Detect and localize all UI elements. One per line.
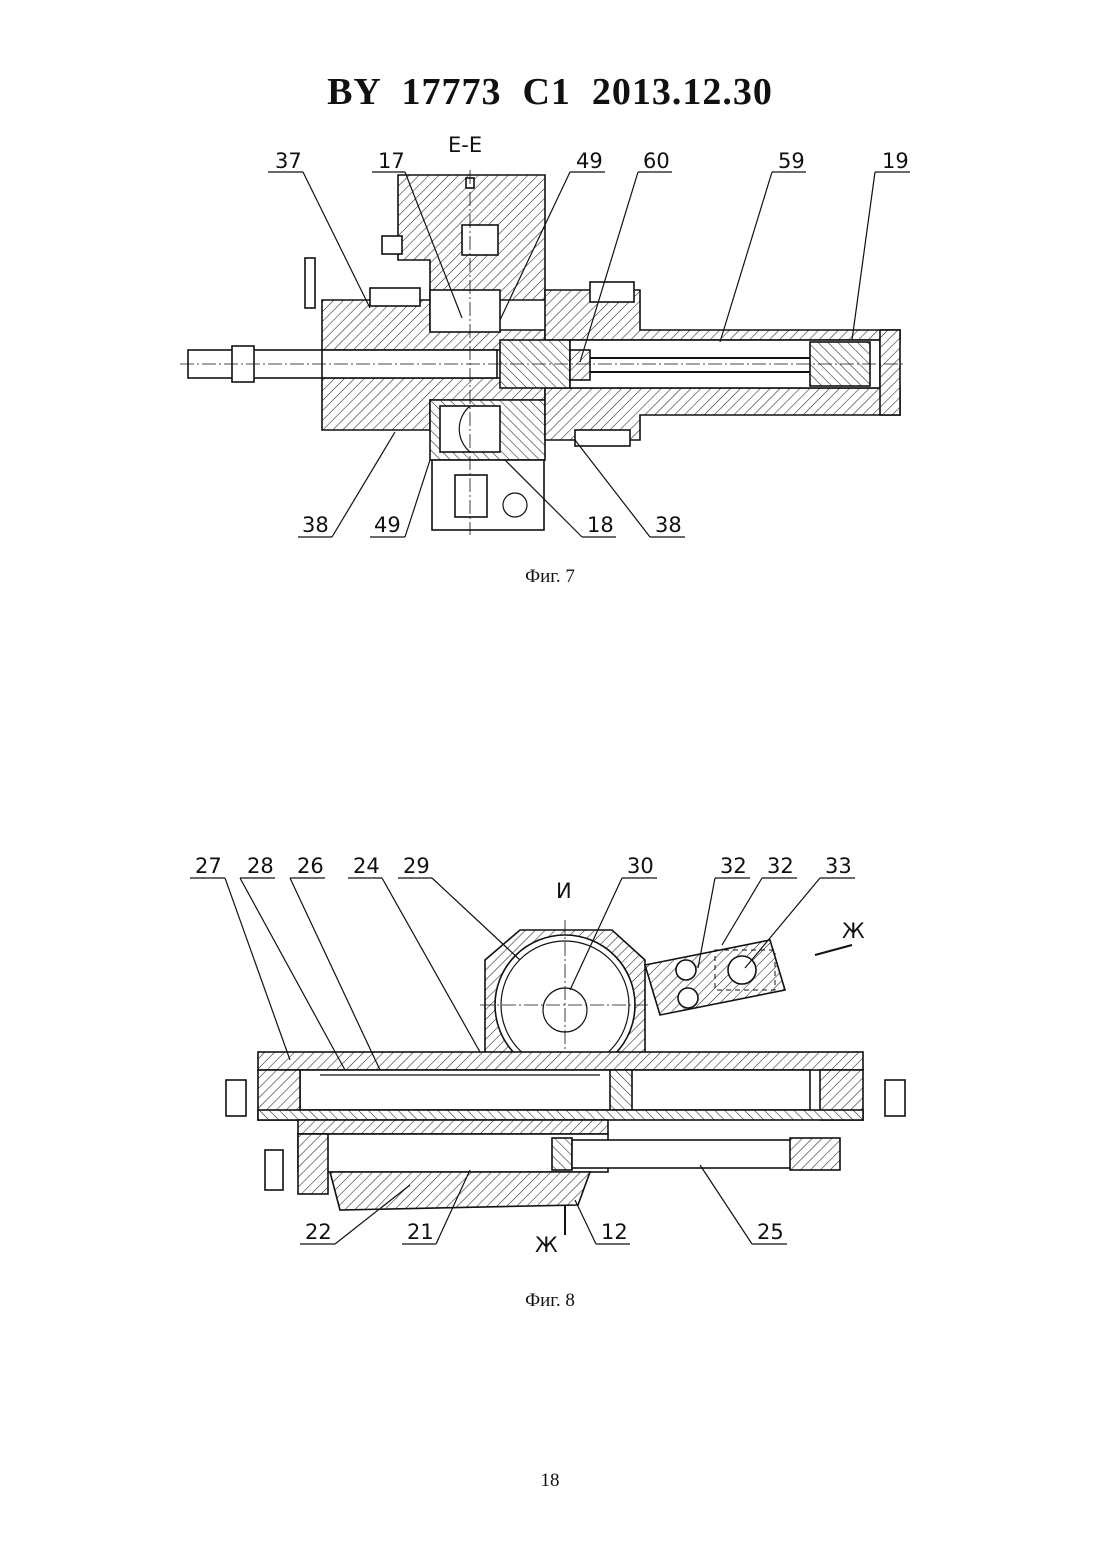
callout-32-first: 32 — [720, 854, 747, 878]
callout-18: 18 — [587, 513, 614, 537]
fig7-section-label: Е-Е — [448, 133, 482, 157]
figure-7-caption: Фиг. 7 — [0, 566, 1100, 588]
callout-27: 27 — [195, 854, 222, 878]
callout-26: 26 — [297, 854, 324, 878]
callout-37: 37 — [275, 149, 302, 173]
callout-19: 19 — [882, 149, 909, 173]
callout-29: 29 — [403, 854, 430, 878]
fig8-section-label: И — [556, 879, 572, 903]
document-header: BY 17773 C1 2013.12.30 — [0, 70, 1100, 114]
callout-21: 21 — [407, 1220, 434, 1244]
callout-17: 17 — [378, 149, 405, 173]
callout-25: 25 — [757, 1220, 784, 1244]
page-number: 18 — [0, 1470, 1100, 1492]
figure-8-caption: Фиг. 8 — [0, 1290, 1100, 1312]
callout-30: 30 — [627, 854, 654, 878]
callout-28: 28 — [247, 854, 274, 878]
callout-49-bottom: 49 — [374, 513, 401, 537]
callout-32-second: 32 — [767, 854, 794, 878]
callout-12: 12 — [601, 1220, 628, 1244]
figure-8-drawing: И Ж Ж 27 28 26 24 29 30 — [0, 840, 1100, 1260]
callout-22: 22 — [305, 1220, 332, 1244]
callout-38-left: 38 — [302, 513, 329, 537]
figure-7-drawing: Е-Е 37 17 49 60 59 — [0, 130, 1100, 550]
callout-33: 33 — [825, 854, 852, 878]
callout-24: 24 — [353, 854, 380, 878]
callout-59: 59 — [778, 149, 805, 173]
cut-mark-bottom: Ж — [535, 1233, 558, 1257]
callout-38-right: 38 — [655, 513, 682, 537]
callout-60: 60 — [643, 149, 670, 173]
callout-49-top: 49 — [576, 149, 603, 173]
cut-mark-top: Ж — [842, 919, 865, 943]
